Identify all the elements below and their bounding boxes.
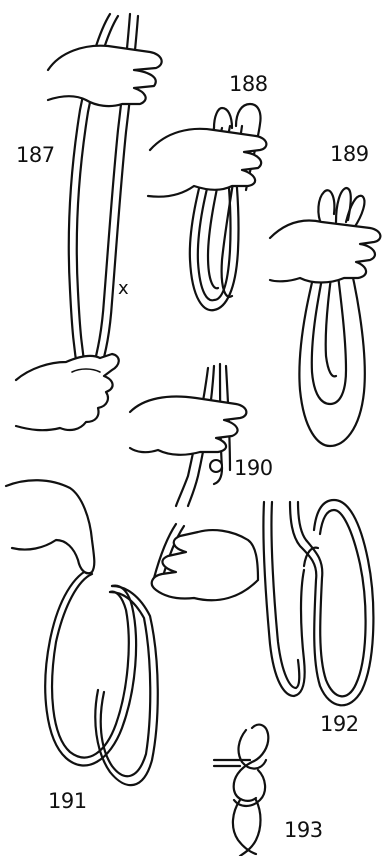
hand-187-bottom [16, 354, 119, 430]
figure-193 [214, 725, 268, 856]
rope-192 [263, 500, 373, 705]
figure-label-189: 189 [330, 144, 369, 165]
knot-ball-190 [210, 460, 222, 472]
hand-187-top [48, 46, 162, 106]
figure-label-191: 191 [48, 791, 87, 812]
figure-label-187: 187 [16, 145, 55, 166]
hand-188 [148, 129, 266, 197]
figure-189 [270, 188, 380, 446]
figure-label-193: 193 [284, 820, 323, 841]
hand-189 [270, 221, 380, 283]
figure-label-188: 188 [229, 74, 268, 95]
figure-188 [148, 104, 266, 310]
marker-x-187: x [118, 280, 128, 298]
rope-193 [214, 725, 268, 856]
figure-label-192: 192 [320, 714, 359, 735]
figure-192 [263, 500, 373, 705]
figure-label-190: 190 [234, 458, 273, 479]
figure-191 [6, 480, 258, 785]
hand-191-left [6, 480, 94, 573]
figure-190 [130, 364, 246, 506]
figure-187 [16, 14, 162, 430]
